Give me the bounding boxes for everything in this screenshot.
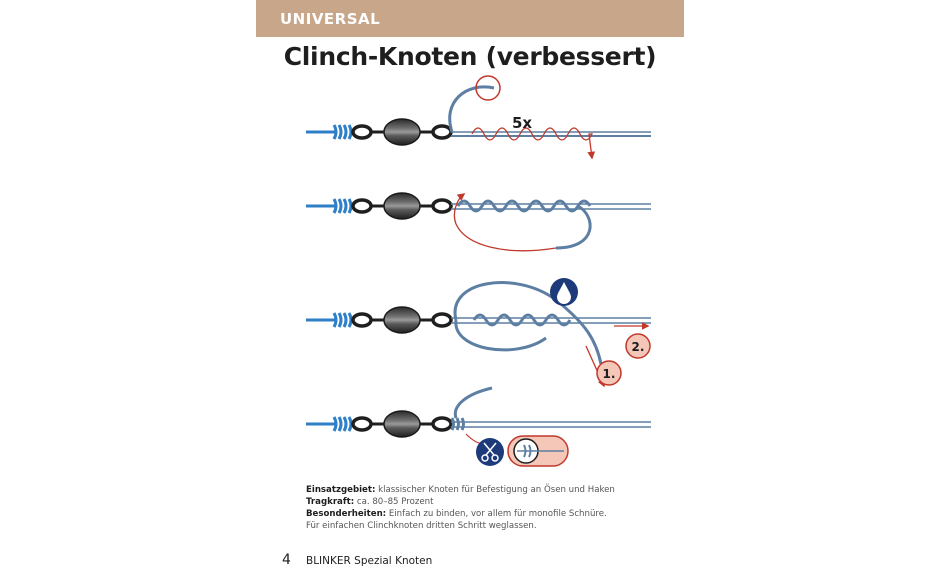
svg-text:1.: 1. <box>603 367 616 381</box>
info-strength: Tragkraft: ca. 80–85 Prozent <box>306 497 434 507</box>
section-label: UNIVERSAL <box>280 10 381 28</box>
magnifier-icon <box>507 435 569 467</box>
info-note: Für einfachen Clinchknoten dritten Schri… <box>306 521 537 531</box>
section-header-bar: UNIVERSAL <box>256 0 684 37</box>
step-badge-2: 2. <box>625 333 651 359</box>
page-title: Clinch-Knoten (verbessert) <box>283 42 657 71</box>
knot-info: Einsatzgebiet: klassischer Knoten für Be… <box>306 484 666 532</box>
info-features: Besonderheiten: Einfach zu binden, vor a… <box>306 509 607 519</box>
info-usage: Einsatzgebiet: klassischer Knoten für Be… <box>306 485 615 495</box>
knot-diagram: 5x <box>304 75 651 467</box>
scissors-icon <box>476 438 504 466</box>
step-badge-1: 1. <box>596 360 622 386</box>
water-drop-icon <box>550 278 578 306</box>
publication-name: BLINKER Spezial Knoten <box>306 555 433 567</box>
wrap-count-label: 5x <box>512 114 532 132</box>
page-number: 4 <box>282 552 291 568</box>
step-2-diagram <box>304 191 651 252</box>
step-1-diagram: 5x <box>304 75 651 160</box>
book-page: UNIVERSAL Clinch-Knoten (verbessert) <box>256 0 684 587</box>
svg-text:2.: 2. <box>632 340 645 354</box>
step-3-diagram: 2. 1. <box>304 278 651 388</box>
step-4-diagram <box>304 386 651 467</box>
